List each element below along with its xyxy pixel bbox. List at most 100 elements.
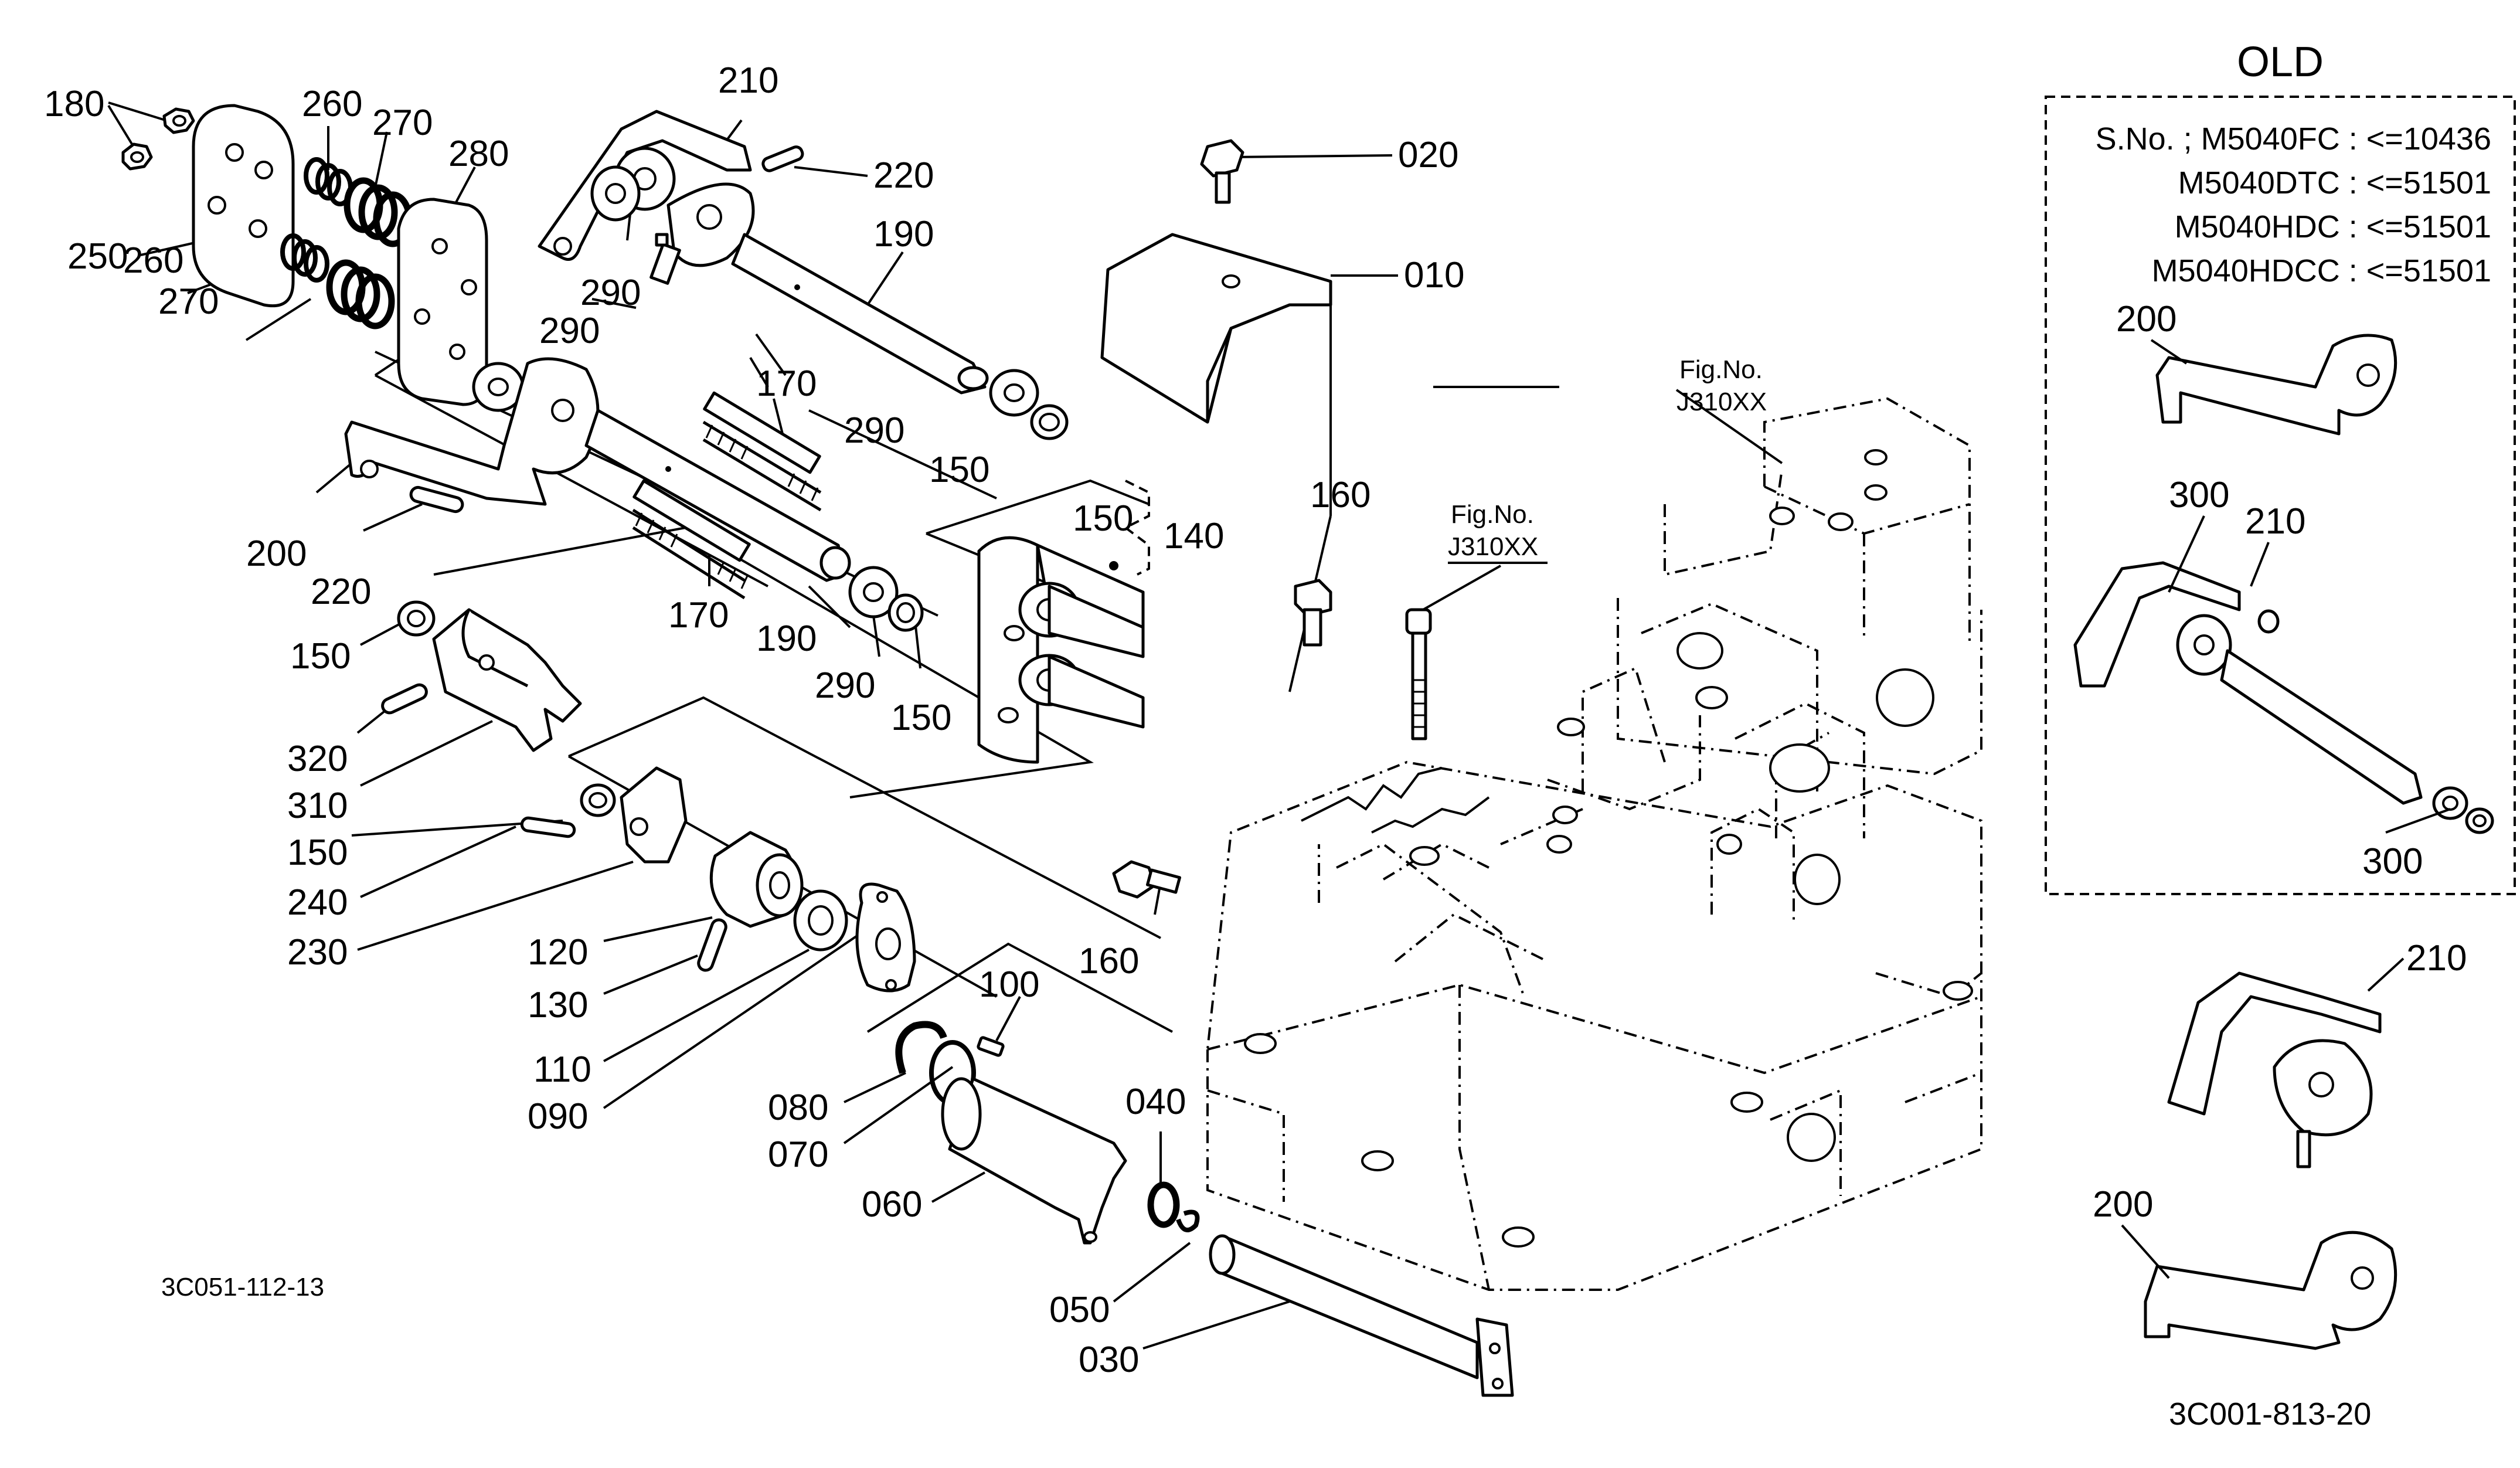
callout-label: 260 xyxy=(302,84,362,124)
callout-label: 220 xyxy=(311,572,371,612)
part-160-bolt-upper xyxy=(1294,579,1332,647)
callout-label: 100 xyxy=(979,964,1039,1005)
callout-label: 160 xyxy=(1310,475,1370,515)
part-060-cylinder xyxy=(941,1077,1127,1245)
part-210-arm xyxy=(538,110,755,285)
old-part-210 xyxy=(2073,561,2494,834)
part-050-clip xyxy=(1176,1209,1200,1232)
old-title: OLD xyxy=(2237,39,2324,86)
part-040-o-ring xyxy=(1147,1181,1180,1228)
callout-labels: 180 260 270 210 280 220 020 190 010 250 … xyxy=(44,60,1464,1380)
callout-label: 170 xyxy=(668,595,729,636)
figure-ref-number: J310XX xyxy=(1448,532,1538,561)
callout-label: 170 xyxy=(756,363,817,404)
part-220-pin-lower xyxy=(409,485,464,514)
part-140-bracket xyxy=(977,480,1150,764)
serial-line: M5040HDCC : <=51501 xyxy=(2152,253,2491,288)
callout-label: 240 xyxy=(287,882,348,923)
callout-label: 290 xyxy=(580,273,641,313)
old-callout-label: 300 xyxy=(2169,475,2229,515)
part-220-pin-upper xyxy=(761,145,804,172)
part-290-washers xyxy=(472,165,1039,619)
part-320-pin xyxy=(381,683,428,715)
part-110-washer xyxy=(793,889,848,952)
part-180-nuts xyxy=(121,107,195,171)
part-250-plate xyxy=(192,104,295,308)
callout-label: 080 xyxy=(768,1088,828,1128)
callout-label: 320 xyxy=(287,739,348,779)
callout-label: 290 xyxy=(815,665,875,706)
part-260-270-springs xyxy=(280,157,413,329)
side-part-210 xyxy=(2167,971,2382,1168)
callout-label: 180 xyxy=(44,84,104,124)
callout-label: 050 xyxy=(1049,1290,1110,1330)
part-150-bushings xyxy=(397,404,1069,817)
callout-label: 140 xyxy=(1164,516,1224,556)
figure-references: Fig.No. J310XX Fig.No. J310XX xyxy=(1448,355,1767,561)
part-120-cam xyxy=(709,831,804,928)
old-parts-box xyxy=(2045,96,2516,895)
part-090-flange xyxy=(855,882,916,993)
side-callout-label: 200 xyxy=(2093,1184,2153,1225)
callout-label: 310 xyxy=(287,786,348,826)
drawing-code-right: 3C001-813-20 xyxy=(2169,1396,2371,1432)
old-part-200 xyxy=(2155,334,2397,436)
part-190-shaft-lower xyxy=(584,409,851,582)
callout-label: 130 xyxy=(528,985,588,1025)
part-240-bracket xyxy=(520,766,688,864)
serial-line: M5040HDC : <=51501 xyxy=(2175,209,2491,244)
callout-label: 150 xyxy=(1073,498,1133,539)
callout-label: 110 xyxy=(533,1049,591,1090)
callout-label: 060 xyxy=(862,1184,922,1225)
figure-ref-label: Fig.No. xyxy=(1679,355,1763,384)
callout-label: 190 xyxy=(756,619,817,659)
callout-label: 160 xyxy=(1079,941,1139,981)
drawing-code-left: 3C051-112-13 xyxy=(161,1273,324,1302)
part-160-bolt-lower xyxy=(1112,860,1182,899)
serial-line: M5040DTC : <=51501 xyxy=(2178,165,2491,201)
old-callout-label: 200 xyxy=(2116,299,2176,339)
callout-label: 260 xyxy=(123,240,183,281)
part-100-key xyxy=(977,1036,1005,1057)
hydraulic-housing xyxy=(1206,397,1982,1291)
callout-label: 150 xyxy=(290,636,351,677)
part-170-rods xyxy=(632,391,822,600)
callout-label: 230 xyxy=(287,932,348,973)
part-310-lever xyxy=(432,608,582,752)
callout-label: 290 xyxy=(539,311,600,351)
callout-label: 030 xyxy=(1079,1340,1139,1380)
part-long-bolt xyxy=(1405,608,1432,740)
figure-ref-number: J310XX xyxy=(1676,388,1767,416)
part-020-bolt xyxy=(1200,139,1244,204)
part-280-plate xyxy=(397,198,488,406)
figure-ref-label: Fig.No. xyxy=(1451,500,1534,529)
old-leader-lines xyxy=(2121,339,2451,1279)
callout-label: 150 xyxy=(891,698,951,738)
side-part-200 xyxy=(2144,1231,2397,1350)
old-callout-label: 300 xyxy=(2362,841,2423,882)
part-010-cover xyxy=(1100,233,1332,424)
callout-label: 150 xyxy=(929,450,989,490)
part-080-snap-ring xyxy=(895,1021,947,1074)
callout-label: 020 xyxy=(1398,135,1458,175)
callout-label: 010 xyxy=(1404,255,1464,295)
callout-label: 200 xyxy=(246,533,307,574)
serial-line: S.No. ; M5040FC : <=10436 xyxy=(2096,121,2491,157)
old-parts-text: OLD S.No. ; M5040FC : <=10436 M5040DTC :… xyxy=(2093,39,2491,1225)
part-190-shaft-upper xyxy=(731,233,989,395)
callout-label: 120 xyxy=(528,932,588,973)
part-130-pin xyxy=(697,918,727,972)
callout-label: 280 xyxy=(448,134,509,174)
callout-label: 150 xyxy=(287,832,348,873)
drawing-codes: 3C051-112-13 3C001-813-20 xyxy=(161,1273,2371,1432)
callout-label: 070 xyxy=(768,1134,828,1175)
side-callout-label: 210 xyxy=(2406,938,2467,978)
callout-label: 220 xyxy=(873,155,934,196)
callout-label: 040 xyxy=(1125,1082,1186,1122)
callout-label: 250 xyxy=(67,236,128,277)
callout-label: 270 xyxy=(372,103,433,143)
callout-label: 190 xyxy=(873,214,934,254)
part-030-shaft xyxy=(1209,1234,1514,1397)
